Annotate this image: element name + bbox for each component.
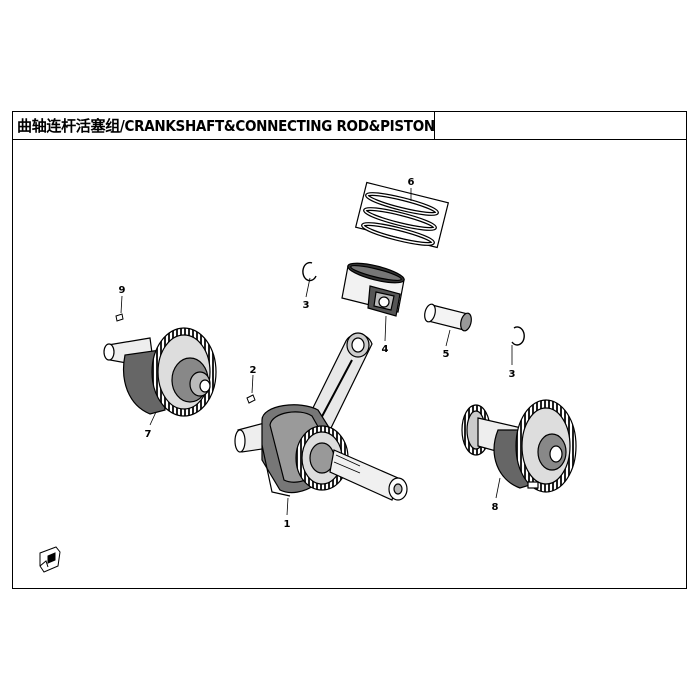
callout-1: 1	[284, 519, 291, 530]
key-small	[115, 313, 124, 322]
crankshaft-assembly	[234, 332, 408, 501]
piston	[341, 262, 405, 317]
diagram-title: 曲轴连杆活塞组/CRANKSHAFT&CONNECTING ROD&PISTON…	[12, 111, 435, 139]
callout-4: 4	[382, 344, 389, 355]
key	[246, 394, 256, 404]
callouts: 1 2 3 3 4 5 6 7 8 9	[119, 177, 516, 530]
callout-9: 9	[119, 285, 126, 296]
callout-3-right: 3	[509, 369, 516, 380]
leader-lines	[120, 188, 513, 516]
callout-2: 2	[250, 365, 257, 376]
front-direction-arrow-icon	[39, 546, 61, 573]
piston-pin	[424, 303, 472, 332]
callout-7: 7	[145, 429, 152, 440]
circlip-left	[302, 261, 317, 282]
title-divider	[12, 139, 687, 140]
callout-6: 6	[408, 177, 415, 188]
callout-3-left: 3	[303, 300, 310, 311]
piston-rings	[354, 181, 450, 249]
circlip-right	[511, 326, 525, 346]
callout-8: 8	[492, 502, 499, 513]
balance-shaft-right	[461, 399, 577, 493]
balance-shaft-left	[103, 327, 217, 417]
callout-5: 5	[443, 349, 450, 360]
